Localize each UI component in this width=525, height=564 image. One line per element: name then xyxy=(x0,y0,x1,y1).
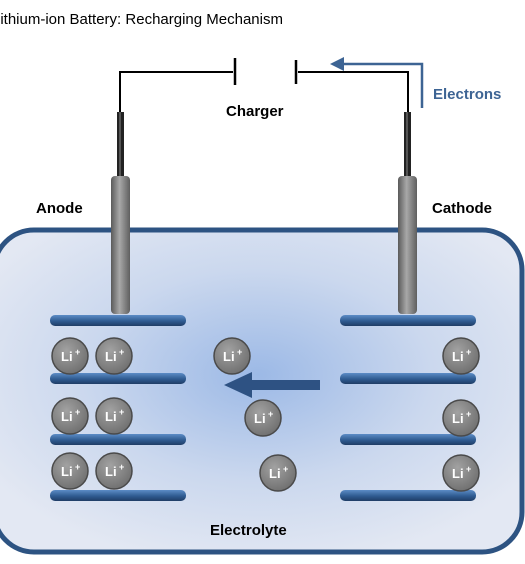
ion-charge: + xyxy=(466,409,471,419)
cathode-plate xyxy=(340,373,476,384)
ion-charge: + xyxy=(237,347,242,357)
electrolyte-label: Electrolyte xyxy=(210,522,287,539)
ion-charge: + xyxy=(75,347,80,357)
lithium-ion: Li+ xyxy=(51,337,89,375)
ion-charge: + xyxy=(268,409,273,419)
lithium-ion: Li+ xyxy=(95,337,133,375)
cathode-plates xyxy=(340,315,476,501)
ion-circle xyxy=(51,337,89,375)
diagram-title: Lithium-ion Battery: Recharging Mechanis… xyxy=(0,11,283,28)
lithium-ion: Li+ xyxy=(51,452,89,490)
anode-plate xyxy=(50,490,186,501)
ion-symbol: Li xyxy=(105,409,117,424)
lithium-ion: Li+ xyxy=(244,399,282,437)
ion-charge: + xyxy=(119,347,124,357)
ion-circle xyxy=(442,399,480,437)
ion-symbol: Li xyxy=(254,411,266,426)
electrons-label: Electrons xyxy=(433,86,501,103)
ion-circle xyxy=(213,337,251,375)
ion-circle xyxy=(442,454,480,492)
ion-charge: + xyxy=(466,464,471,474)
ion-charge: + xyxy=(75,407,80,417)
lithium-ion: Li+ xyxy=(95,452,133,490)
anode-plates xyxy=(50,315,186,501)
ion-symbol: Li xyxy=(452,411,464,426)
ion-symbol: Li xyxy=(223,349,235,364)
anode-plate xyxy=(50,434,186,445)
lithium-ion: Li+ xyxy=(442,399,480,437)
cathode-plate xyxy=(340,490,476,501)
ion-charge: + xyxy=(119,407,124,417)
ion-circle xyxy=(95,452,133,490)
ion-symbol: Li xyxy=(61,409,73,424)
ion-symbol: Li xyxy=(452,466,464,481)
anode-label: Anode xyxy=(36,200,83,217)
electron-flow-arrow xyxy=(330,57,424,108)
ions-layer: Li+ Li+ Li+ Li+ Li+ Li+ Li+ Li+ Li+ Li+ … xyxy=(51,337,480,492)
lithium-ion: Li+ xyxy=(259,454,297,492)
ion-charge: + xyxy=(75,462,80,472)
charger-circuit xyxy=(119,58,409,112)
cathode-label: Cathode xyxy=(432,200,492,217)
ion-charge: + xyxy=(283,464,288,474)
ion-circle xyxy=(95,337,133,375)
electrolyte-container xyxy=(0,227,525,555)
ion-charge: + xyxy=(466,347,471,357)
cathode-plate xyxy=(340,434,476,445)
lithium-ion: Li+ xyxy=(442,454,480,492)
ion-symbol: Li xyxy=(61,349,73,364)
ion-symbol: Li xyxy=(105,464,117,479)
ion-circle xyxy=(51,397,89,435)
lithium-ion: Li+ xyxy=(213,337,251,375)
lithium-ion: Li+ xyxy=(442,337,480,375)
anode-plate xyxy=(50,373,186,384)
cathode-plate xyxy=(340,315,476,326)
ion-symbol: Li xyxy=(61,464,73,479)
anode-plate xyxy=(50,315,186,326)
ion-circle xyxy=(95,397,133,435)
lithium-ion: Li+ xyxy=(95,397,133,435)
ion-circle xyxy=(51,452,89,490)
ion-circle xyxy=(442,337,480,375)
ion-circle xyxy=(259,454,297,492)
charger-label: Charger xyxy=(226,103,284,120)
ion-symbol: Li xyxy=(452,349,464,364)
anode-rod xyxy=(111,112,130,314)
ion-migration-arrow xyxy=(224,372,320,398)
ion-symbol: Li xyxy=(105,349,117,364)
ion-circle xyxy=(244,399,282,437)
ion-charge: + xyxy=(119,462,124,472)
lithium-ion: Li+ xyxy=(51,397,89,435)
ion-symbol: Li xyxy=(269,466,281,481)
cathode-rod xyxy=(398,112,417,314)
